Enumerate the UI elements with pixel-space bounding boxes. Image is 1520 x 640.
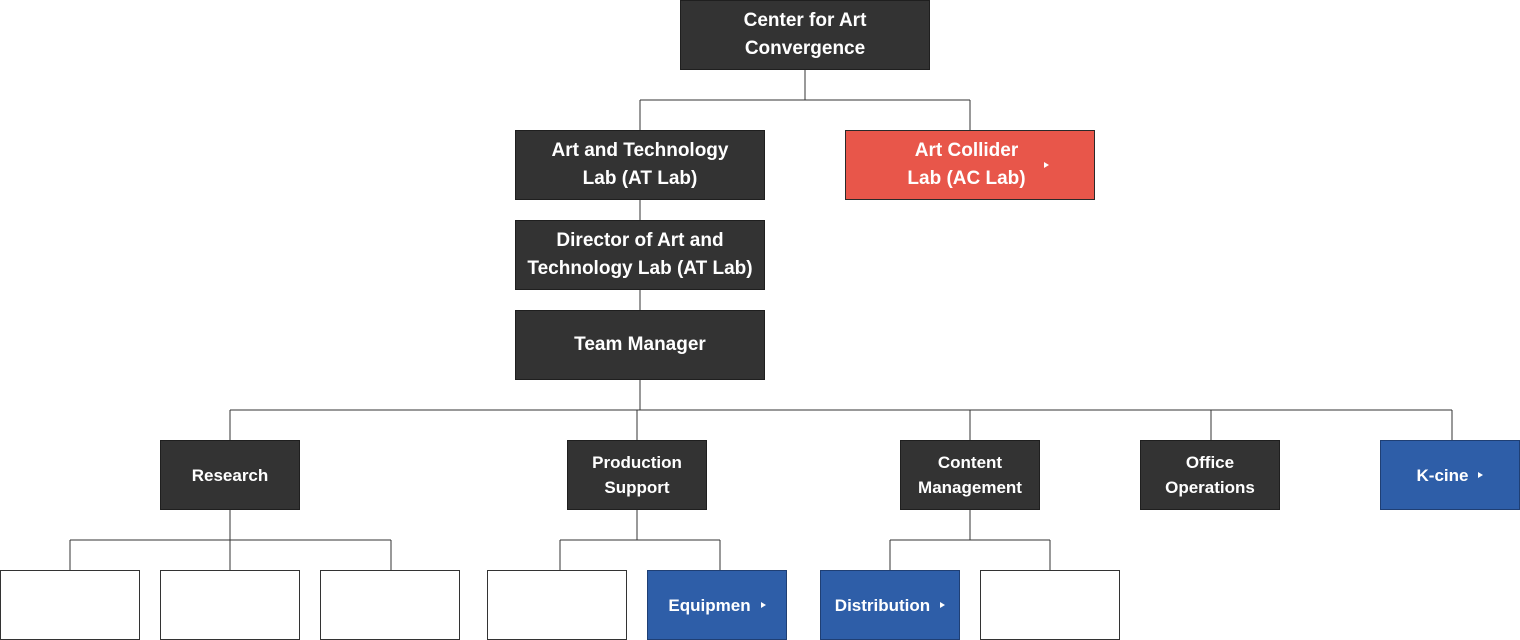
at-lab-node: Art and Technology Lab (AT Lab) xyxy=(515,130,765,200)
node-label: K-cine xyxy=(1416,465,1469,485)
production-support-node: Production Support xyxy=(567,440,707,510)
ac-lab-link[interactable]: Art Collider Lab (AC Lab) xyxy=(845,130,1095,200)
caret-right-icon xyxy=(1043,162,1049,168)
equipment-link[interactable]: Equipmen xyxy=(647,570,787,640)
caret-right-icon xyxy=(940,602,946,608)
office-operations-node: Office Operations xyxy=(1140,440,1280,510)
caret-right-icon xyxy=(1478,472,1484,478)
research-node: Research xyxy=(160,440,300,510)
research-child-node-2 xyxy=(160,570,300,640)
research-child-node-3 xyxy=(320,570,460,640)
k-cine-link[interactable]: K-cine xyxy=(1380,440,1520,510)
node-label: Office Operations xyxy=(1165,453,1255,497)
center-for-art-convergence-node: Center for Art Convergence xyxy=(680,0,930,70)
node-label: Equipmen xyxy=(668,595,751,615)
node-label: Content Management xyxy=(918,453,1022,497)
node-label: Research xyxy=(191,465,269,485)
node-label: Distribution xyxy=(834,595,931,615)
node-label: Team Manager xyxy=(574,334,706,355)
caret-right-icon xyxy=(760,602,766,608)
content-management-node: Content Management xyxy=(900,440,1040,510)
node-label: Center for Art Convergence xyxy=(743,10,867,59)
director-node: Director of Art and Technology Lab (AT L… xyxy=(515,220,765,290)
node-label: Art Collider Lab (AC Lab) xyxy=(907,140,1026,189)
production-child-node xyxy=(487,570,627,640)
content-child-node xyxy=(980,570,1120,640)
distribution-link[interactable]: Distribution xyxy=(820,570,960,640)
research-child-node-1 xyxy=(0,570,140,640)
node-label: Director of Art and Technology Lab (AT L… xyxy=(527,230,753,279)
node-label: Art and Technology Lab (AT Lab) xyxy=(551,140,729,189)
node-label: Production Support xyxy=(592,453,682,497)
team-manager-node: Team Manager xyxy=(515,310,765,380)
